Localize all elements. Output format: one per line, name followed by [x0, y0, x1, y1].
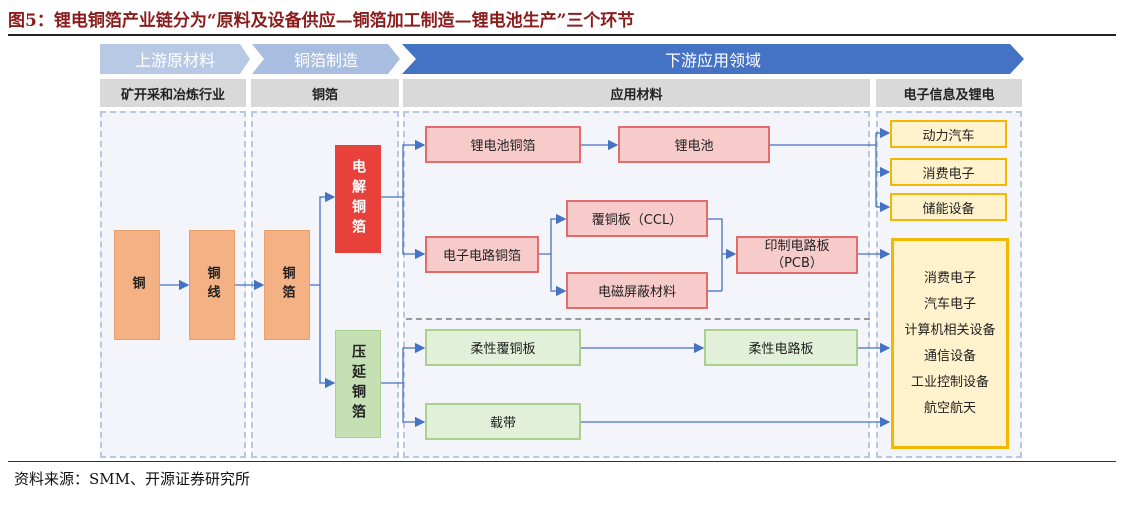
end-use-item: 工业控制设备 — [910, 374, 989, 390]
node-copper-wire: 铜线 — [189, 230, 235, 340]
end-use-energy-storage: 储能设备 — [890, 193, 1007, 221]
column-header-mining: 矿开采和冶炼行业 — [100, 79, 246, 107]
end-use-item: 汽车电子 — [923, 296, 976, 312]
node-li-battery: 锂电池 — [618, 126, 770, 163]
node-rolled-foil: 压延铜箔 — [335, 330, 381, 438]
node-copper: 铜 — [114, 230, 160, 340]
section-divider — [406, 318, 870, 320]
column-header-foil: 铜箔 — [251, 79, 399, 107]
column-header-materials: 应用材料 — [403, 79, 870, 107]
node-electrolytic-foil: 电解铜箔 — [335, 145, 381, 253]
end-use-item: 航空航天 — [923, 400, 976, 416]
end-use-consumer-electronics: 消费电子 — [890, 158, 1007, 186]
node-li-battery-foil: 锂电池铜箔 — [425, 126, 581, 163]
stage-downstream: 下游应用领域 — [402, 44, 1024, 74]
stage-upstream: 上游原材料 — [100, 44, 250, 74]
figure-title: 图5：锂电铜箔产业链分为“原料及设备供应—铜箔加工制造—锂电池生产”三个环节 — [8, 11, 635, 31]
end-use-ev: 动力汽车 — [890, 120, 1007, 148]
end-use-item: 通信设备 — [923, 348, 976, 364]
node-pcb: 印制电路板（PCB） — [736, 236, 858, 274]
node-fpc: 柔性电路板 — [704, 329, 858, 366]
end-use-item: 计算机相关设备 — [904, 322, 996, 338]
column-header-end: 电子信息及锂电 — [876, 79, 1022, 107]
end-use-electronics-group: 消费电子 汽车电子 计算机相关设备 通信设备 工业控制设备 航空航天 — [891, 238, 1009, 449]
stage-midstream: 铜箔制造 — [252, 44, 400, 74]
title-rule — [8, 34, 1116, 36]
end-use-item: 消费电子 — [923, 270, 976, 286]
node-fccl: 柔性覆铜板 — [425, 329, 581, 366]
node-ccl: 覆铜板（CCL） — [566, 200, 708, 237]
source-note: 资料来源：SMM、开源证券研究所 — [14, 470, 250, 488]
node-circuit-foil: 电子电路铜箔 — [425, 236, 539, 273]
node-carrier-tape: 载带 — [425, 403, 581, 440]
node-copper-foil: 铜箔 — [264, 230, 310, 340]
node-emi-material: 电磁屏蔽材料 — [566, 272, 708, 309]
source-rule — [8, 461, 1116, 462]
